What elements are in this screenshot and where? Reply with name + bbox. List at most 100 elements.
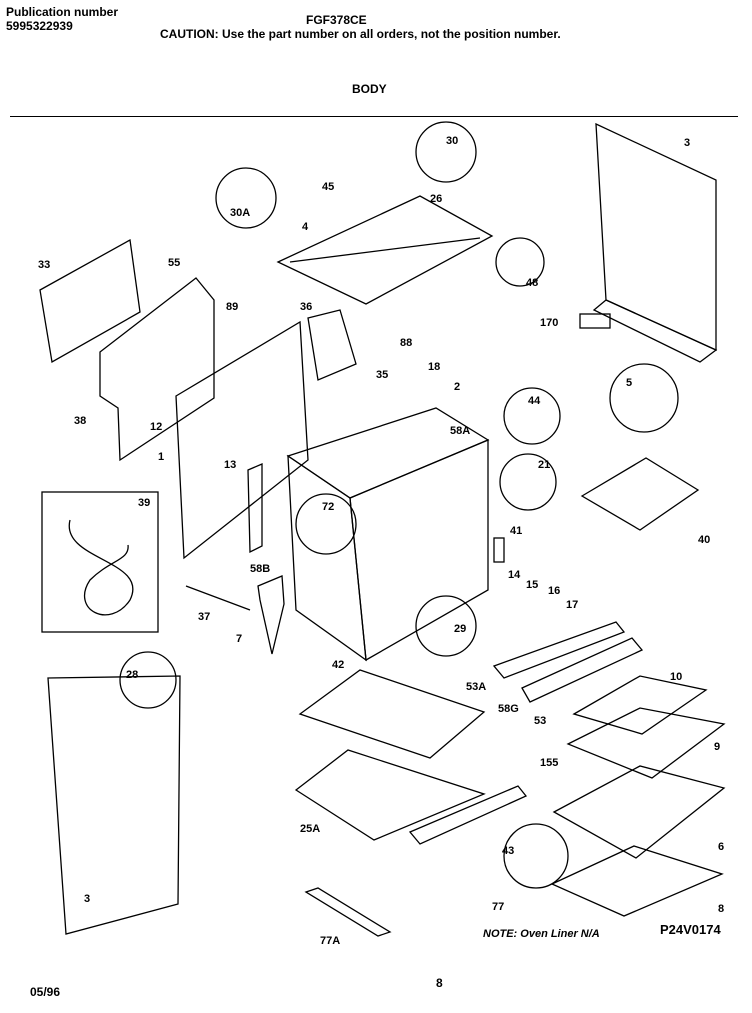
label-88: 88: [400, 337, 412, 349]
label-5: 5: [626, 377, 632, 389]
oven-rack: [552, 765, 726, 859]
label-1: 1: [158, 451, 164, 463]
label-35: 35: [376, 369, 388, 381]
bracket-40: [580, 457, 700, 531]
detail-44-circle: [503, 387, 561, 445]
rail-53A: [492, 621, 626, 679]
detail-21-circle: [499, 453, 557, 511]
label-53: 53: [534, 715, 546, 727]
broiler-grid: [572, 675, 708, 735]
label-37: 37: [198, 611, 210, 623]
label-28: 28: [126, 669, 138, 681]
label-45: 45: [322, 181, 334, 193]
label-13: 13: [224, 459, 236, 471]
label-89: 89: [226, 301, 238, 313]
power-cord-box: [41, 491, 159, 633]
side-panel-right: [595, 122, 717, 352]
label-42: 42: [332, 659, 344, 671]
detail-28-circle: [119, 651, 177, 709]
position-labels: 3 30 45 26 30A 4 48 33 55 89 36 88 18 35…: [38, 135, 724, 947]
front-frame: [175, 320, 309, 560]
label-30: 30: [446, 135, 458, 147]
label-12: 12: [150, 421, 162, 433]
detail-43-circle: [503, 823, 569, 889]
publication-label: Publication number: [6, 5, 119, 19]
label-55: 55: [168, 257, 180, 269]
label-77A: 77A: [320, 935, 340, 947]
trim-77: [408, 785, 528, 845]
label-29: 29: [454, 623, 466, 635]
label-3-left: 3: [84, 893, 90, 905]
label-3-top: 3: [684, 137, 690, 149]
label-44: 44: [528, 395, 541, 407]
label-77: 77: [492, 901, 504, 913]
trim-77A: [304, 887, 392, 937]
bracket-170: [579, 313, 611, 329]
label-18: 18: [428, 361, 440, 373]
label-2: 2: [454, 381, 460, 393]
note-text: NOTE: Oven Liner N/A: [483, 928, 600, 940]
label-41: 41: [510, 525, 522, 537]
revision-date: 05/96: [30, 985, 61, 999]
label-38: 38: [74, 415, 86, 427]
label-170: 170: [540, 317, 558, 329]
detail-30-circle: [415, 121, 477, 183]
screw-37: [185, 585, 251, 611]
oven-body-front: [349, 439, 489, 662]
back-panel-33: [39, 238, 141, 364]
publication-number: 5995322939: [6, 19, 73, 33]
shield-55: [99, 277, 215, 462]
label-155: 155: [540, 757, 558, 769]
label-48: 48: [526, 277, 538, 289]
detail-5-circle: [609, 363, 679, 433]
label-14: 14: [508, 569, 521, 581]
detail-48-circle: [495, 237, 545, 287]
label-8: 8: [718, 903, 724, 915]
label-40: 40: [698, 534, 710, 546]
label-43: 43: [502, 845, 514, 857]
page-number: 8: [436, 976, 443, 990]
label-4: 4: [302, 221, 309, 233]
label-7: 7: [236, 633, 242, 645]
label-16: 16: [548, 585, 560, 597]
oven-body-side: [287, 454, 367, 662]
drawer-bottom: [298, 669, 486, 759]
label-15: 15: [526, 579, 538, 591]
strip-58B: [247, 463, 263, 554]
part-drawings: [39, 121, 726, 937]
label-9: 9: [714, 741, 720, 753]
power-cord: [68, 519, 134, 616]
broiler-pan: [566, 707, 726, 779]
label-36: 36: [300, 301, 312, 313]
side-panel-right-flange: [592, 299, 718, 363]
label-72: 72: [322, 501, 334, 513]
bracket-41: [493, 537, 505, 563]
label-17: 17: [566, 599, 578, 611]
top-frame-brace: [289, 237, 481, 263]
detail-29-circle: [415, 595, 477, 657]
section-title: BODY: [352, 82, 387, 96]
label-53A: 53A: [466, 681, 486, 693]
detail-30A-circle: [215, 167, 277, 229]
label-58B: 58B: [250, 563, 270, 575]
label-33: 33: [38, 259, 50, 271]
label-26: 26: [430, 193, 442, 205]
label-58G: 58G: [498, 703, 519, 715]
drawer-frame: [294, 749, 486, 841]
burner-box: [307, 309, 357, 381]
caution-text: CAUTION: Use the part number on all orde…: [160, 27, 561, 41]
label-10: 10: [670, 671, 682, 683]
label-21: 21: [538, 459, 550, 471]
label-6: 6: [718, 841, 724, 853]
rail-53: [521, 637, 644, 703]
detail-72-circle: [295, 493, 357, 555]
label-30A: 30A: [230, 207, 250, 219]
header-rule: [10, 116, 738, 117]
model-number: FGF378CE: [306, 13, 367, 27]
label-25A: 25A: [300, 823, 320, 835]
door-bracket-7: [257, 575, 285, 655]
top-frame: [276, 195, 494, 305]
bottom-tray: [550, 845, 724, 917]
label-58A: 58A: [450, 425, 470, 437]
